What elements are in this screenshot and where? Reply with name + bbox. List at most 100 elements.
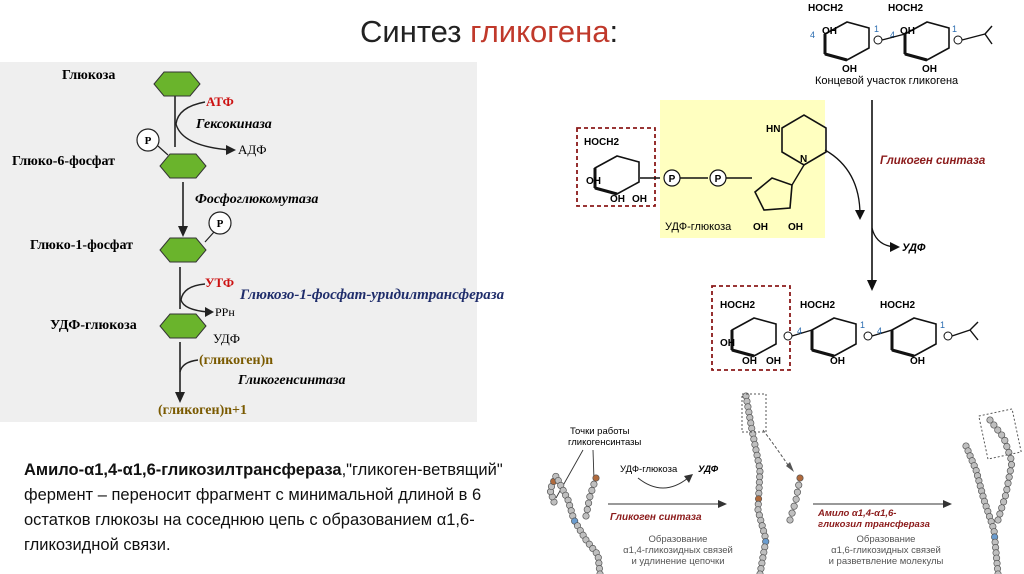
udpg-label: УДФ-глюкоза [50, 318, 137, 333]
hexokinase-label: Гексокиназа [195, 117, 272, 132]
step2-caption-3: и разветвление молекулы [829, 556, 944, 567]
step1-caption-3: и удлинение цепочки [631, 556, 724, 567]
work-points-pointer-2 [592, 449, 595, 481]
top-oh-4: OH [922, 64, 937, 75]
glucose-label: Глюкоза [62, 68, 115, 83]
top-end-1 [984, 25, 993, 35]
paragraph-rest: ,"гликоген-ветвящий" фермент – переносит… [24, 461, 503, 554]
udpg-oh-1: OH [586, 176, 601, 187]
synthase-arrowhead [718, 500, 727, 508]
prod-oh-2: OH [742, 356, 757, 367]
prod-1-1: 1 [860, 320, 865, 330]
synthase-main-head [867, 280, 877, 291]
title-prefix: Синтез [360, 14, 471, 49]
g1p-hexagon [159, 237, 207, 263]
top-oh-2: OH [842, 64, 857, 75]
top-end-2 [984, 33, 993, 45]
work-points-line-1: Точки работы [570, 426, 630, 437]
main-arrowhead-4 [175, 392, 185, 403]
chain3-branch-bead [998, 504, 1006, 512]
br-udp-arrowhead [684, 474, 693, 483]
glycogen-arrow [179, 359, 199, 373]
top-1-2: 1 [952, 24, 957, 34]
top-1-1: 1 [874, 24, 879, 34]
prod-bond-2 [871, 329, 893, 337]
transfer-curve [762, 429, 791, 469]
udpg-glucose-ring: HOCH2 OH OH OH [584, 137, 647, 205]
chain3-branch-bead [1005, 473, 1013, 481]
adp-arrow [175, 123, 231, 151]
title-suffix: : [609, 14, 619, 49]
chain2-branch-bead [793, 488, 801, 496]
udpg-p-1-label: P [669, 174, 676, 185]
prod-oh-1: OH [720, 338, 735, 349]
phosphoglucomutase-label: Фосфоглюкомутаза [195, 192, 318, 207]
udpg-hoch2: HOCH2 [584, 137, 619, 148]
prod-4-1: 4 [797, 326, 802, 336]
top-oh-1: OH [822, 26, 837, 37]
uracil-n: N [800, 154, 807, 165]
adp-label: АДФ [238, 142, 267, 157]
chain1-branch-bead [583, 506, 591, 514]
transfer-curve-head [786, 462, 794, 472]
pathway-panel [0, 62, 477, 422]
udp-release-head [890, 242, 900, 252]
phosphate-circle-2 [208, 211, 232, 235]
pathway-diagram: P P Глюкоза АТФ Гексокиназа АДФ Глюко-6-… [12, 68, 505, 418]
chain1-bead [596, 570, 604, 574]
chain1-branch-bead [590, 480, 598, 488]
p-link-1 [157, 145, 169, 156]
terminal-label: Концевой участок гликогена [815, 75, 959, 87]
top-o-1 [873, 35, 883, 45]
amylo-arrowhead [943, 500, 952, 508]
prod-4-2: 4 [877, 326, 882, 336]
chain3-branch-bead [994, 426, 1002, 434]
top-bond-2 [961, 33, 986, 41]
paragraph-bold: Амило-α1,4-α1,6-гликозилтрансфераза [24, 461, 342, 479]
ribose-oh-1: OH [753, 222, 768, 233]
prod-1-2: 1 [940, 320, 945, 330]
synthase-curve-head [855, 210, 865, 220]
chain3-branch-bead [998, 431, 1006, 439]
br-udpg-label: УДФ-глюкоза [620, 464, 678, 475]
chain-2 [742, 392, 804, 574]
top-oh-3: OH [900, 26, 915, 37]
glucose-dashed-box [576, 127, 656, 207]
chain2-branch-bead [795, 481, 803, 489]
amylo-line-1: Амило α1,4-α1,6- [817, 508, 896, 519]
br-udp-label: УДФ [698, 464, 719, 475]
udpg-box [660, 100, 825, 238]
phosphate-label-1: P [145, 135, 152, 147]
prod-o-1 [783, 331, 793, 341]
chain1-branch-bead [585, 499, 593, 507]
glycogensynthase-label: Гликогенсинтаза [237, 373, 346, 388]
chain1-branch-bead [582, 512, 590, 520]
synthase-curve [824, 149, 861, 216]
top-bond-1 [881, 33, 906, 41]
chain2-branch-bead [790, 502, 798, 510]
uracil-to-ribose [791, 164, 805, 186]
ppn-arrowhead [205, 307, 214, 317]
glycogen-n1-label: (гликоген)n+1 [158, 403, 247, 418]
atp-label: АТФ [206, 94, 234, 109]
utp-label: УТФ [205, 275, 234, 290]
prod-hoch2-3: HOCH2 [880, 300, 915, 311]
product-dashed-box [711, 285, 791, 371]
uracil-hn: HN [766, 124, 780, 135]
chain1-branch-bead [586, 493, 594, 501]
prod-o-3 [943, 331, 953, 341]
ribose-oh-2: OH [788, 222, 803, 233]
synthase-label: Гликоген синтаза [880, 155, 986, 167]
phosphate-label-2: P [217, 218, 224, 230]
transferase-label: Глюкозо-1-фосфат-уридилтрансфераза [239, 287, 505, 303]
product-chain: HOCH2 HOCH2 HOCH2 OH OH OH OH OH 4 4 1 1 [720, 300, 979, 367]
chain3-branch-bead [994, 516, 1002, 524]
chain3-branch-bead [1006, 467, 1014, 475]
g1p-label: Глюко-1-фосфат [30, 238, 133, 253]
prod-oh-3: OH [766, 356, 781, 367]
chain3-branch-bead [1003, 442, 1011, 451]
glucose-hexagon [153, 71, 201, 97]
chain2-branch-bead [792, 495, 800, 503]
chain3-branch-bead [1003, 486, 1011, 494]
prod-end-2 [969, 329, 979, 341]
